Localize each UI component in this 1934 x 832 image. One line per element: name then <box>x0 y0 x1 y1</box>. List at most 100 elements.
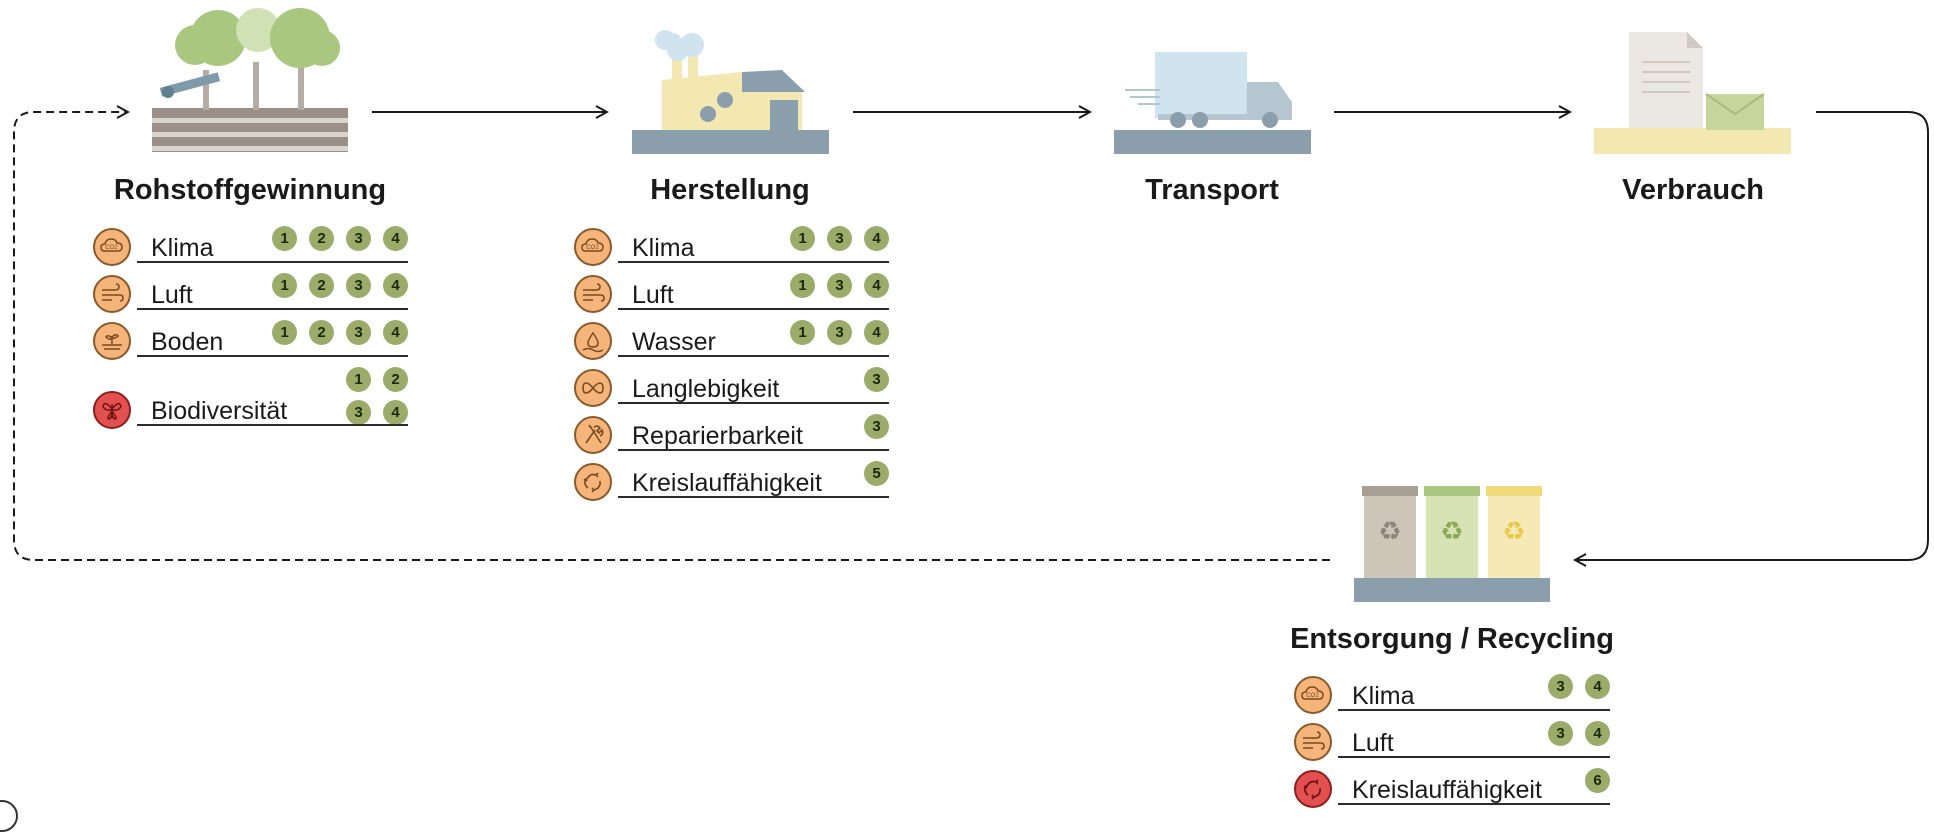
impact-underline <box>618 355 889 357</box>
impact-underline <box>618 261 889 263</box>
arrow-recycling-loop <box>13 112 1330 561</box>
impact-row: CO2 Klima 3 4 <box>1294 674 1610 721</box>
reference-badge: 3 <box>827 226 852 251</box>
reference-badge: 3 <box>346 320 371 345</box>
stage-title-herstellung: Herstellung <box>650 174 810 206</box>
tools-icon <box>574 416 612 454</box>
impact-row: Boden 1 2 3 4 <box>93 320 408 367</box>
reference-badge: 1 <box>790 320 815 345</box>
impact-row: CO2 Klima 1 2 3 4 <box>93 226 408 273</box>
impact-label: Kreislauffähigkeit <box>1352 776 1542 804</box>
butterfly-icon <box>93 391 131 429</box>
impact-row: Kreislauffähigkeit 6 <box>1294 768 1610 815</box>
impact-row: Luft 1 2 3 4 <box>93 273 408 320</box>
recycling-bins-illustration: ♻ ♻ ♻ <box>1354 486 1550 602</box>
herstellung-impact-list: CO2 Klima 1 3 4 Luft 1 3 4 Wasser 1 3 4 <box>574 226 889 508</box>
reference-badges: 3 <box>864 367 889 392</box>
lifecycle-diagram: ♻ ♻ ♻ <box>13 8 1929 602</box>
impact-label: Langlebigkeit <box>632 375 780 403</box>
reference-badge: 3 <box>827 320 852 345</box>
stage-title-rohstoff: Rohstoffgewinnung <box>113 174 387 206</box>
impact-label: Klima <box>1352 682 1415 710</box>
impact-label: Luft <box>1352 729 1394 757</box>
svg-text:♻: ♻ <box>1378 516 1401 546</box>
impact-label: Luft <box>632 281 674 309</box>
reference-badges: 5 <box>864 461 889 486</box>
impact-row: Kreislauffähigkeit 5 <box>574 461 889 508</box>
impact-underline <box>618 402 889 404</box>
impact-underline <box>1338 756 1610 758</box>
reference-badges: 1 2 3 4 <box>346 367 408 425</box>
wind-icon <box>574 275 612 313</box>
impact-row: Luft 3 4 <box>1294 721 1610 768</box>
impact-label: Luft <box>151 281 193 309</box>
reference-badge: 3 <box>827 273 852 298</box>
infinity-icon <box>574 369 612 407</box>
reference-badge: 4 <box>383 273 408 298</box>
impact-row: Luft 1 3 4 <box>574 273 889 320</box>
reference-badge: 2 <box>309 320 334 345</box>
reference-badge: 2 <box>309 226 334 251</box>
svg-text:CO2: CO2 <box>586 245 599 251</box>
reference-badge: 2 <box>383 367 408 392</box>
impact-label: Klima <box>151 234 214 262</box>
reference-badges: 1 3 4 <box>790 226 889 251</box>
reference-badge: 5 <box>864 461 889 486</box>
reference-badges: 3 4 <box>1548 721 1610 746</box>
reference-badge: 3 <box>864 414 889 439</box>
co2-cloud-icon: CO2 <box>574 228 612 266</box>
reference-badge: 3 <box>1548 721 1573 746</box>
reference-badge: 4 <box>383 226 408 251</box>
entsorgung-impact-list: CO2 Klima 3 4 Luft 3 4 Kreislauffähigkei… <box>1294 674 1610 815</box>
reference-badge: 1 <box>272 273 297 298</box>
impact-label: Boden <box>151 328 224 356</box>
recycle-loop-icon <box>574 463 612 501</box>
impact-underline <box>137 261 408 263</box>
svg-text:♻: ♻ <box>1440 516 1463 546</box>
soil-sprout-icon <box>93 322 131 360</box>
stage-title-transport: Transport <box>1145 174 1279 206</box>
reference-badges: 1 3 4 <box>790 273 889 298</box>
reference-badge: 1 <box>790 273 815 298</box>
paper-envelope-illustration <box>1594 32 1791 154</box>
reference-badges: 1 2 3 4 <box>272 226 408 251</box>
impact-underline <box>137 424 408 426</box>
reference-badge: 4 <box>1585 674 1610 699</box>
reference-badge: 1 <box>272 320 297 345</box>
factory-illustration <box>632 30 829 154</box>
reference-badge: 4 <box>1585 721 1610 746</box>
stage-title-verbrauch: Verbrauch <box>1622 174 1764 206</box>
stage-title-entsorgung: Entsorgung / Recycling <box>1290 623 1614 655</box>
impact-underline <box>618 496 889 498</box>
svg-text:♻: ♻ <box>1502 516 1525 546</box>
reference-badge: 3 <box>864 367 889 392</box>
arrow-verbrauch-entsorgung <box>1575 111 1929 560</box>
reference-badge: 4 <box>864 320 889 345</box>
impact-row: Reparierbarkeit 3 <box>574 414 889 461</box>
reference-badge: 3 <box>1548 674 1573 699</box>
forest-illustration <box>152 8 348 152</box>
wind-icon <box>1294 723 1332 761</box>
impact-label: Wasser <box>632 328 716 356</box>
impact-underline <box>618 308 889 310</box>
reference-badges: 3 4 <box>1548 674 1610 699</box>
impact-row: CO2 Klima 1 3 4 <box>574 226 889 273</box>
impact-label: Biodiversität <box>151 397 288 425</box>
co2-cloud-icon: CO2 <box>1294 676 1332 714</box>
impact-underline <box>1338 709 1610 711</box>
reference-badges: 1 2 3 4 <box>272 273 408 298</box>
reference-badge: 4 <box>383 320 408 345</box>
reference-badge: 1 <box>272 226 297 251</box>
reference-badge: 1 <box>790 226 815 251</box>
truck-illustration <box>1114 52 1311 154</box>
reference-badge: 2 <box>309 273 334 298</box>
reference-badges: 3 <box>864 414 889 439</box>
impact-label: Reparierbarkeit <box>632 422 803 450</box>
svg-text:CO2: CO2 <box>105 245 118 251</box>
reference-badges: 6 <box>1585 768 1610 793</box>
impact-row: Langlebigkeit 3 <box>574 367 889 414</box>
reference-badge: 6 <box>1585 768 1610 793</box>
co2-cloud-icon: CO2 <box>93 228 131 266</box>
reference-badge: 3 <box>346 273 371 298</box>
reference-badge: 4 <box>864 273 889 298</box>
